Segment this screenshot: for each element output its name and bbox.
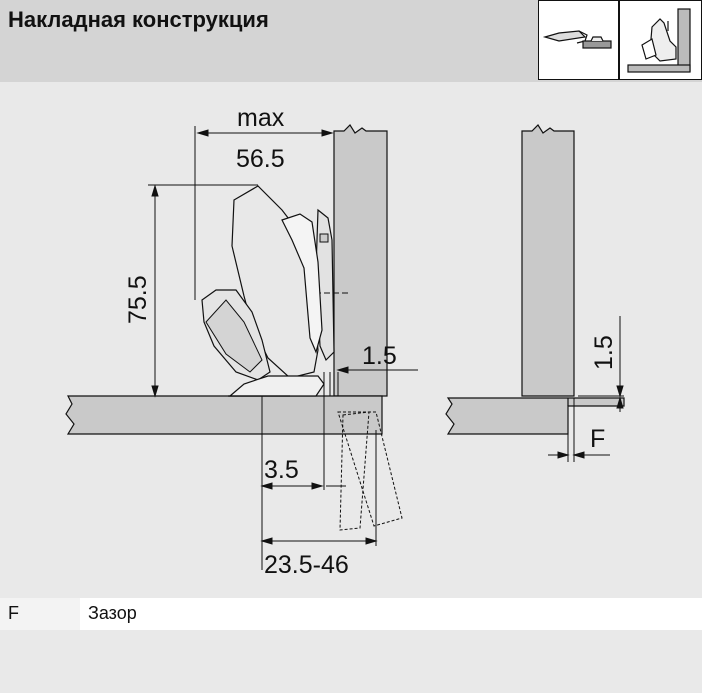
detail-side-panel [521,124,575,397]
legend-row: F Зазор [0,598,702,630]
detail-gap-value: 1.5 [590,335,618,370]
dim-max-label: max [237,104,285,132]
dim-height-75-5 [148,184,258,398]
dim-max-56-5 [194,126,334,300]
hinge-arm-cover [281,213,323,354]
opened-door-outline [337,411,403,531]
dim-edge-value: 3.5 [264,456,299,484]
detail-dim-1-5 [578,316,624,412]
detail-door-panel [445,397,625,435]
hinge-overlay-cabinet-icon[interactable] [619,0,702,80]
dim-range-23-5-46 [260,430,378,546]
hinge-side-view-icon[interactable] [538,0,619,80]
hinge-dimension-drawing: max 56.5 75.5 1.5 3.5 23.5-46 [65,104,625,579]
legend-key: F [0,598,80,630]
page-title: Накладная конструкция [8,7,269,32]
dim-max-value: 56.5 [236,145,285,173]
detail-f-label: F [590,425,605,453]
dim-gap-1-5 [323,366,418,490]
footer-area [0,630,702,693]
legend-description: Зазор [88,603,137,623]
header-bar: Накладная конструкция [0,0,702,82]
plate-screw [319,233,329,243]
side-panel [333,124,388,397]
dim-range-value: 23.5-46 [264,551,349,579]
door-panel [65,395,383,435]
hinge-cup-inner [205,299,263,373]
dim-height-value: 75.5 [124,275,152,324]
hinge-base [228,375,325,397]
dim-gap-value: 1.5 [362,342,397,370]
detail-dim-f [548,398,610,462]
